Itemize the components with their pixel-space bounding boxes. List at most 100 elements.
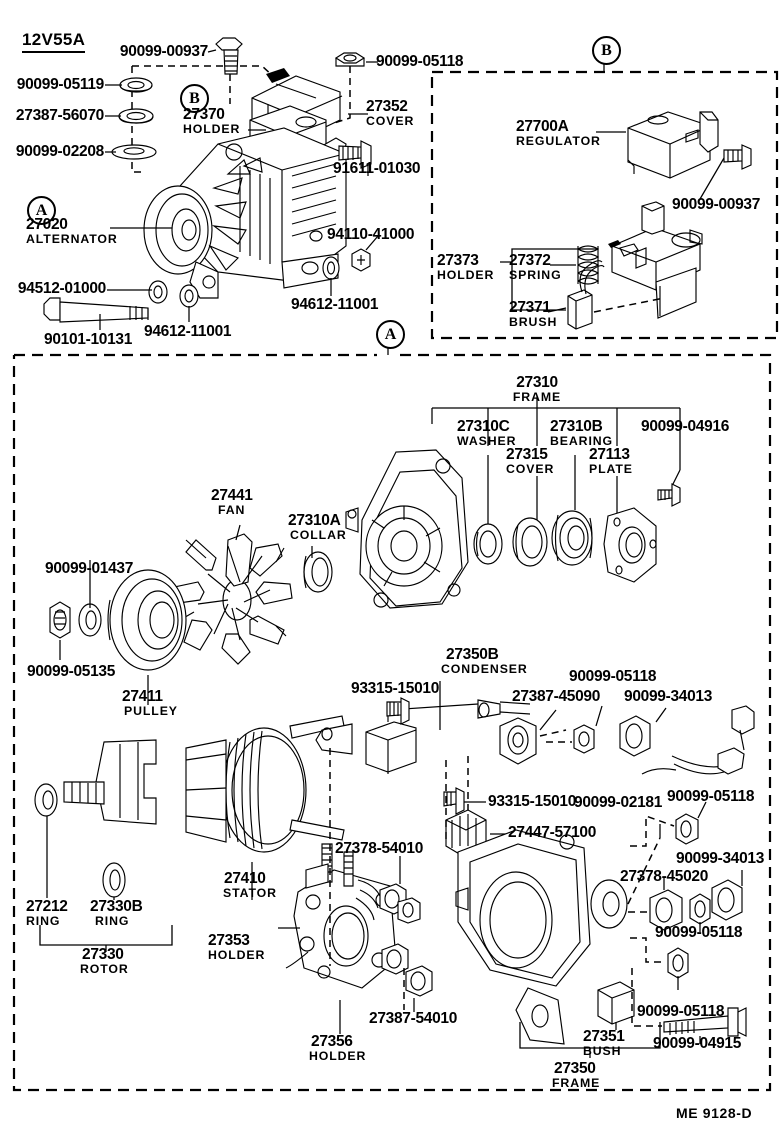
art-washer-27310C [473, 523, 503, 565]
label-90099-02181: 90099-02181 [574, 794, 663, 811]
label-27315: 27315 [506, 446, 548, 463]
label-27315-name: COVER [506, 462, 555, 476]
art-ring-27330B [102, 862, 126, 898]
label-27330: 27330 [82, 946, 124, 963]
art-washer-94612-left [179, 284, 199, 308]
label-90099-00937-inset: 90099-00937 [672, 196, 761, 213]
label-27113: 27113 [589, 446, 630, 463]
label-27411-name: PULLEY [124, 704, 178, 718]
dash-02181 [627, 837, 661, 905]
label-27353-name: HOLDER [208, 948, 266, 962]
model-code: 12V55A [22, 30, 86, 53]
art-nut-05118-r1 [675, 813, 699, 845]
marker-a-top: A [27, 196, 56, 225]
art-wire-harness [641, 705, 755, 775]
art-screw-93315-b [443, 787, 465, 815]
label-27020: 27020 [26, 216, 68, 233]
label-27700A-name: REGULATOR [516, 134, 601, 148]
label-27411: 27411 [122, 688, 163, 705]
label-27310C-name: WASHER [457, 434, 517, 448]
art-rotor-27330 [34, 715, 345, 853]
label-27700A: 27700A [516, 118, 569, 135]
label-90099-05119: 90099-05119 [16, 76, 105, 93]
lead-00937-inset [699, 157, 725, 200]
label-27350-name: FRAME [552, 1076, 601, 1090]
label-27387-45090: 27387-45090 [512, 688, 601, 705]
art-nut-05135 [49, 601, 71, 639]
bracket-27373 [511, 248, 598, 311]
art-nut-05118-cond [573, 724, 595, 754]
label-90099-05118-r2: 90099-05118 [655, 924, 743, 941]
label-90099-04915: 90099-04915 [653, 1035, 742, 1052]
label-90099-00937-top: 90099-00937 [119, 43, 208, 60]
label-93315-15010-b: 93315-15010 [488, 793, 577, 810]
art-holder-27353 [285, 843, 397, 989]
label-27447-57100: 27447-57100 [508, 824, 597, 841]
art-bush-45020 [649, 889, 683, 931]
art-pulley-27411 [107, 569, 187, 671]
art-regulator [627, 111, 719, 179]
art-rear-frame-27350 [455, 829, 591, 1045]
art-cover-27315 [512, 517, 548, 567]
label-27370: 27370 [183, 106, 225, 123]
label-27372: 27372 [509, 252, 551, 269]
label-90099-01437: 90099-01437 [45, 560, 134, 577]
label-27410: 27410 [224, 870, 266, 887]
label-27113-name: PLATE [589, 462, 633, 476]
label-27372-name: SPRING [509, 268, 562, 282]
art-bolt-90101 [43, 280, 168, 323]
label-27371: 27371 [509, 299, 551, 316]
label-27410-name: STATOR [223, 886, 277, 900]
art-bolt-91611 [338, 140, 372, 169]
art-washer-01437 [78, 603, 102, 637]
label-27310C: 27310C [457, 418, 510, 435]
label-27330B-name: RING [95, 914, 130, 928]
art-bearing-27310B [551, 510, 593, 566]
label-90099-05118-cond: 90099-05118 [569, 668, 657, 685]
label-27350B-name: CONDENSER [441, 662, 528, 676]
art-bolt-00937-inset [723, 144, 752, 170]
label-27310A: 27310A [288, 512, 341, 529]
lead-05118-cond [595, 705, 603, 727]
dash-04915 [631, 968, 662, 1027]
dash-05118-r1 [630, 814, 675, 847]
lead-90099-00937 [207, 49, 217, 53]
dash-05118-r3 [630, 937, 666, 963]
art-washer-02181 [590, 879, 628, 929]
art-washer-94612-right [322, 256, 340, 280]
art-washer-94110 [351, 248, 371, 272]
label-27310-name: FRAME [512, 390, 562, 404]
art-nut-05118-r2 [689, 893, 711, 925]
art-screw-04916 [657, 483, 681, 507]
label-90099-05118-top: 90099-05118 [376, 53, 464, 70]
label-27330-name: ROTOR [80, 962, 129, 976]
label-27441-name: FAN [218, 503, 246, 517]
art-plate-27113 [603, 507, 657, 583]
label-27373-name: HOLDER [437, 268, 495, 282]
label-94612-11001-right: 94612-11001 [291, 296, 379, 313]
lead-27441 [235, 524, 241, 541]
label-27310B: 27310B [550, 418, 603, 435]
art-bushes-54010 [379, 883, 433, 997]
label-90099-02208: 90099-02208 [15, 143, 104, 160]
label-27352-name: COVER [366, 114, 415, 128]
label-27441: 27441 [211, 487, 253, 504]
lead-04916-down [671, 469, 681, 487]
label-27351: 27351 [583, 1028, 625, 1045]
label-27371-name: BRUSH [509, 315, 558, 329]
label-27387-54010: 27387-54010 [369, 1010, 458, 1027]
dash-45090 [539, 729, 567, 737]
label-27378-54010: 27378-54010 [335, 840, 424, 857]
lead-45090 [539, 709, 557, 731]
lead-94110 [365, 235, 379, 251]
art-brush-holder [608, 201, 703, 319]
label-94512-01000: 94512-01000 [17, 280, 106, 297]
label-27378-45020: 27378-45020 [620, 868, 709, 885]
art-insulator-45090 [499, 717, 537, 765]
footer-code: ME 9128-D [676, 1105, 753, 1121]
label-90099-05135: 90099-05135 [27, 663, 116, 680]
label-27387-56070: 27387-56070 [15, 107, 104, 124]
label-90101-10131: 90101-10131 [44, 331, 133, 348]
